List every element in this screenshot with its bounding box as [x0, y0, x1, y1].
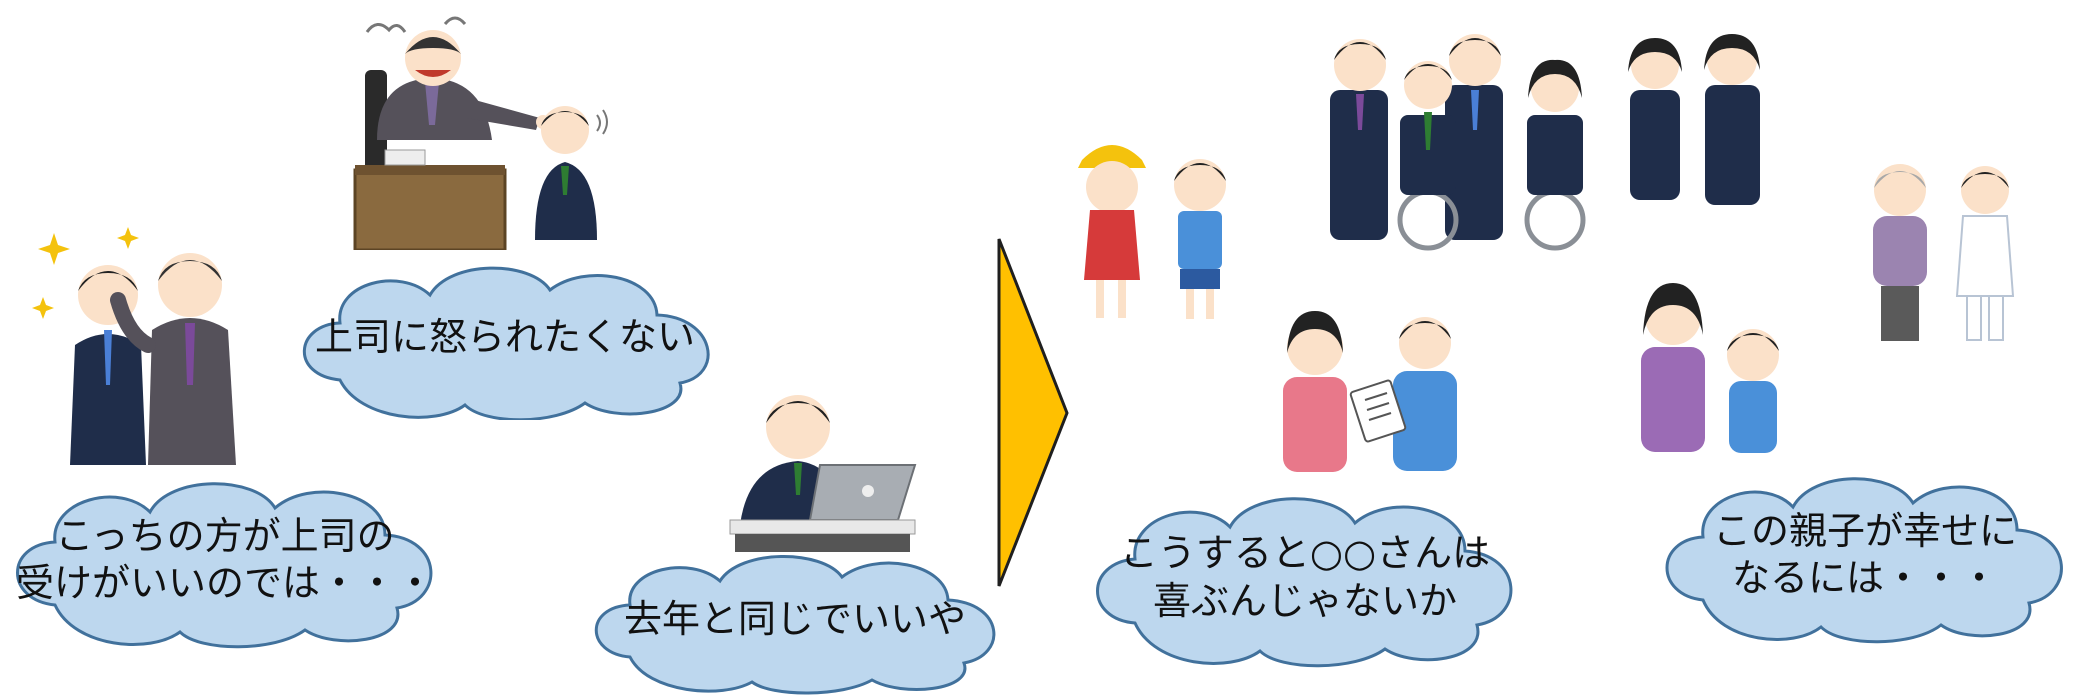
parent-child-illustration: [1641, 283, 1779, 453]
children-illustration: [1078, 145, 1226, 319]
bubble-text-line: なるには・・・: [1731, 556, 1998, 600]
thought-bubble-boss-angry: 上司に怒られたくない: [285, 255, 725, 420]
thought-bubble-same-as-last-year: 去年と同じでいいや: [580, 545, 1010, 695]
bubble-text-line: 喜ぶんじゃないか: [1152, 578, 1457, 623]
cloud-bubble: [1665, 477, 2063, 644]
arrow-right-icon: [997, 238, 1069, 587]
clipboard-icon: [1349, 379, 1407, 443]
flattering-scene: [30, 215, 270, 465]
caregiver-illustration: [1873, 164, 2015, 341]
bubble-text-line: 上司に怒られたくない: [314, 314, 695, 359]
flattering-illustration: [32, 227, 236, 465]
thought-bubble-parent-child: この親子が幸せに なるには・・・: [1655, 465, 2075, 645]
consultation-illustration: [1283, 311, 1457, 472]
parent-child-scene: [1625, 275, 1805, 460]
consultation-scene: [1265, 305, 1485, 475]
caregiver-scene: [1855, 150, 2035, 350]
thought-bubble-boss-favor: こっちの方が上司の 受けがいいのでは・・・: [5, 470, 445, 650]
angry-boss-scene: [345, 10, 615, 250]
tired-worker-scene: [720, 385, 920, 555]
cloud-bubble: [1096, 497, 1513, 668]
bubble-text-line: 去年と同じでいいや: [623, 597, 966, 642]
wheelchair-icon: [1397, 115, 1586, 251]
team-illustration: [1330, 34, 1760, 251]
angry-boss-illustration: [353, 16, 608, 250]
cloud-bubble: [302, 266, 710, 420]
school-children-scene: [1070, 135, 1250, 325]
cloud-bubble: [16, 482, 433, 649]
tired-worker-illustration: [729, 395, 917, 552]
bubble-text-line: 受けがいいのでは・・・: [15, 561, 434, 605]
transition-arrow: [995, 235, 1075, 590]
thought-bubble-make-happy: こうすると○○さんは 喜ぶんじゃないか: [1085, 485, 1525, 670]
cloud-bubble: [594, 555, 996, 695]
bubble-text-line: こっちの方が上司の: [55, 513, 395, 558]
bubble-text-line: この親子が幸せに: [1712, 508, 2017, 553]
diverse-team-scene: [1320, 20, 1790, 255]
bubble-text-line: こうすると○○さんは: [1119, 531, 1491, 575]
